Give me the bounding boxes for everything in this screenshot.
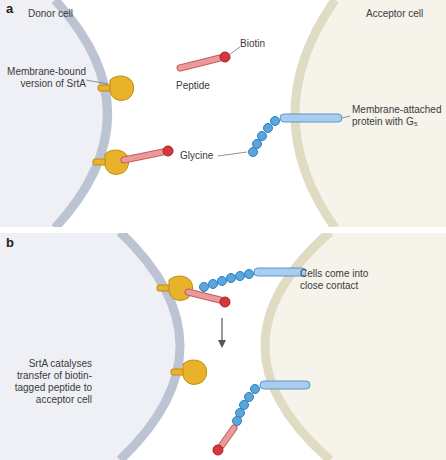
leader-line	[342, 116, 350, 118]
part-label: Membrane-attached protein with G₅	[352, 104, 444, 128]
srta-enzyme	[157, 276, 193, 300]
leader-line	[218, 152, 247, 156]
srta-enzyme	[171, 360, 207, 384]
panel-letter: a	[6, 3, 26, 15]
peptide	[180, 58, 220, 68]
glycine-bead	[227, 274, 236, 283]
peptide	[124, 152, 163, 160]
glycine-bead	[258, 132, 267, 141]
panel-gap	[0, 227, 446, 233]
biotin	[213, 445, 223, 455]
glycine-bead	[200, 283, 209, 292]
peptide	[222, 428, 234, 445]
part-label: Biotin	[240, 38, 290, 50]
donor-membrane	[120, 232, 180, 460]
acceptor-cell	[265, 232, 446, 460]
part-label: Membrane-bound version of SrtA	[4, 66, 86, 90]
step-label: SrtA catalyses transfer of biotin-tagged…	[8, 358, 92, 406]
biotin	[220, 52, 230, 62]
glycine-chain	[200, 270, 254, 292]
step-label: Cells come into close contact	[300, 268, 370, 292]
peptide-outline	[180, 58, 220, 68]
cell-label: Acceptor cell	[366, 8, 444, 20]
glycine-bead	[251, 385, 260, 394]
biotin	[220, 297, 230, 307]
glycine-bead	[245, 393, 254, 402]
glycine-bead	[209, 280, 218, 289]
panel-letter: b	[6, 237, 26, 249]
glycine-bead	[271, 117, 280, 126]
peptide-outline	[188, 292, 220, 300]
membrane-protein	[280, 114, 342, 122]
acceptor-membrane	[265, 232, 330, 460]
srta-body	[110, 76, 134, 100]
leader-line	[86, 80, 108, 84]
peptide	[188, 292, 220, 300]
peptide-outline	[124, 152, 163, 160]
srta-body	[169, 276, 193, 300]
membrane-protein	[254, 268, 306, 276]
glycine-bead	[249, 148, 258, 157]
biotin	[163, 146, 173, 156]
cell-label: Donor cell	[28, 8, 108, 20]
donor-cell	[0, 232, 180, 460]
srta-enzyme	[98, 76, 134, 100]
part-label: Glycine	[180, 150, 220, 162]
peptide-outline	[222, 428, 234, 445]
donor-cell	[0, 0, 108, 228]
part-label: Peptide	[176, 80, 226, 92]
glycine-bead	[236, 272, 245, 281]
membrane-protein	[260, 381, 310, 389]
glycine-chain	[233, 385, 260, 426]
step-arrow	[221, 318, 222, 344]
glycine-bead	[264, 124, 273, 133]
leader-line	[230, 47, 240, 54]
srta-body	[183, 360, 207, 384]
glycine-bead	[245, 270, 254, 279]
donor-membrane	[55, 0, 108, 228]
glycine-bead	[233, 417, 242, 426]
glycine-chain	[249, 117, 280, 157]
glycine-bead	[218, 277, 227, 286]
